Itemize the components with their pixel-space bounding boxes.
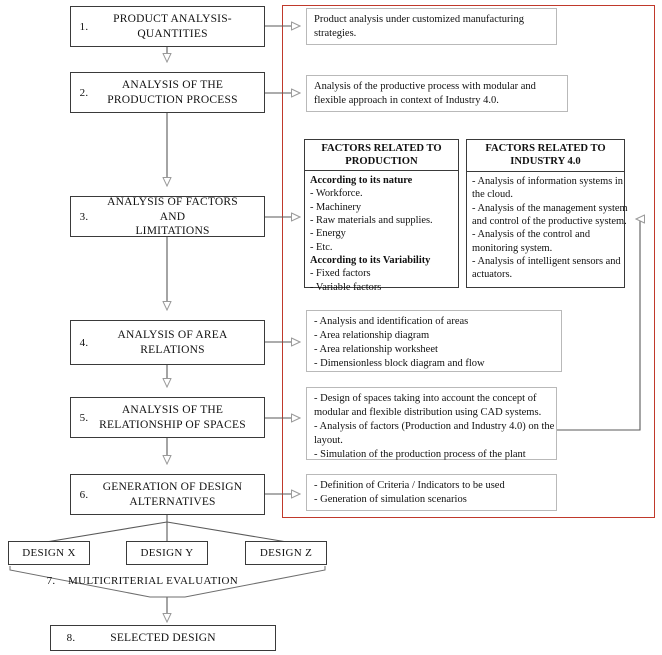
step-title-3: ANALYSIS OF FACTORS AND LIMITATIONS xyxy=(107,196,238,237)
factors-industry40-body: - Analysis of information systems in the… xyxy=(466,171,628,288)
factors-industry40-line-6: monitoring system. xyxy=(472,242,553,254)
factors-production-line-8: - Fixed factors xyxy=(310,268,371,280)
note-box-6: - Definition of Criteria / Indicators to… xyxy=(306,474,557,511)
note4-line-1: - Analysis and identification of areas xyxy=(314,316,469,327)
factors-industry40-line-8: actuators. xyxy=(472,269,513,281)
step-number-1: 1. xyxy=(79,20,89,33)
factors-industry40-header: FACTORS RELATED TO INDUSTRY 4.0 xyxy=(466,139,625,171)
step-box-2[interactable]: 2. ANALYSIS OF THE PRODUCTION PROCESS xyxy=(70,72,265,113)
factors-production-line-7: According to its Variability xyxy=(310,254,431,266)
step-box-4[interactable]: 4. ANALYSIS OF AREA RELATIONS xyxy=(70,320,265,365)
evaluation-label: MULTICRITERIAL EVALUATION xyxy=(68,575,238,587)
step-box-3[interactable]: 3. ANALYSIS OF FACTORS AND LIMITATIONS xyxy=(70,196,265,237)
note5-line-3: - Analysis of factors (Production and In… xyxy=(314,420,555,432)
factors-industry40-line-5: - Analysis of the control and xyxy=(472,229,591,241)
factors-production-line-9: - Variable factors xyxy=(310,281,382,293)
factors-production-body: According to its nature - Workforce. - M… xyxy=(304,171,459,293)
note-box-1: Product analysis under customized manufa… xyxy=(306,8,557,45)
factors-production-line-5: - Energy xyxy=(310,228,346,240)
note2-line-2: flexible approach in context of Industry… xyxy=(314,94,499,106)
factors-production-line-6: - Etc. xyxy=(310,241,333,253)
note5-line-4: layout. xyxy=(314,434,343,446)
step-number-2: 2. xyxy=(79,86,89,99)
step-box-6[interactable]: 6. GENERATION OF DESIGN ALTERNATIVES xyxy=(70,474,265,515)
factors-industry40-line-1: - Analysis of information systems in xyxy=(472,176,623,187)
note4-line-3: - Area relationship worksheet xyxy=(314,343,438,355)
design-y-label: DESIGN Y xyxy=(140,547,194,559)
factors-production-header: FACTORS RELATED TO PRODUCTION xyxy=(304,139,459,171)
design-z-label: DESIGN Z xyxy=(259,547,313,559)
step-title-2: ANALYSIS OF THE PRODUCTION PROCESS xyxy=(107,79,238,106)
factors-industry40-line-4: and control of the productive system. xyxy=(472,215,627,227)
design-box-z[interactable]: DESIGN Z xyxy=(245,541,327,565)
factors-production-column: FACTORS RELATED TO PRODUCTION According … xyxy=(304,139,459,293)
design-x-label: DESIGN X xyxy=(22,547,76,559)
note-box-4: - Analysis and identification of areas -… xyxy=(306,310,562,372)
step-box-1[interactable]: 1. PRODUCT ANALYSIS- QUANTITIES xyxy=(70,6,265,47)
step-title-4: ANALYSIS OF AREA RELATIONS xyxy=(117,329,228,356)
note1-line-1: Product analysis under customized manufa… xyxy=(314,14,524,25)
factors-production-line-4: - Raw materials and supplies. xyxy=(310,214,433,226)
evaluation-number: 7. xyxy=(46,575,56,587)
factors-production-line-2: - Workforce. xyxy=(310,188,363,200)
note5-line-2: modular and flexible distribution using … xyxy=(314,406,542,418)
factors-industry40-line-3: - Analysis of the management system xyxy=(472,202,628,214)
selected-design-box[interactable]: 8. SELECTED DESIGN xyxy=(50,625,276,651)
note1-line-2: strategies. xyxy=(314,27,357,39)
selected-design-number: 8. xyxy=(66,632,76,644)
note4-line-4: - Dimensionless block diagram and flow xyxy=(314,357,485,369)
factors-industry40-column: FACTORS RELATED TO INDUSTRY 4.0 - Analys… xyxy=(466,139,628,288)
factors-production-line-3: - Machinery xyxy=(310,201,362,213)
step-title-5: ANALYSIS OF THE RELATIONSHIP OF SPACES xyxy=(99,404,246,431)
note-box-5: - Design of spaces taking into account t… xyxy=(306,387,557,460)
step-box-5[interactable]: 5. ANALYSIS OF THE RELATIONSHIP OF SPACE… xyxy=(70,397,265,438)
selected-design-label: SELECTED DESIGN xyxy=(110,631,216,644)
factors-industry40-line-7: - Analysis of intelligent sensors and xyxy=(472,255,621,267)
evaluation-funnel[interactable]: 7. MULTICRITERIAL EVALUATION xyxy=(34,572,294,590)
note2-line-1: Analysis of the productive process with … xyxy=(314,81,536,92)
note4-line-2: - Area relationship diagram xyxy=(314,329,430,341)
design-box-y[interactable]: DESIGN Y xyxy=(126,541,208,565)
step-number-5: 5. xyxy=(79,411,89,424)
note5-line-5: - Simulation of the production process o… xyxy=(314,448,526,460)
step-number-6: 6. xyxy=(79,488,89,501)
factors-production-line-1: According to its nature xyxy=(310,175,413,186)
step-number-3: 3. xyxy=(79,210,89,223)
step-title-1: PRODUCT ANALYSIS- QUANTITIES xyxy=(113,13,232,40)
note5-line-1: - Design of spaces taking into account t… xyxy=(314,393,537,404)
factors-industry40-line-2: the cloud. xyxy=(472,189,513,201)
step-number-4: 4. xyxy=(79,336,89,349)
design-box-x[interactable]: DESIGN X xyxy=(8,541,90,565)
note6-line-2: - Generation of simulation scenarios xyxy=(314,493,467,505)
step-title-6: GENERATION OF DESIGN ALTERNATIVES xyxy=(102,481,243,508)
industry40-scope-frame xyxy=(282,5,655,518)
note-box-2: Analysis of the productive process with … xyxy=(306,75,568,112)
note6-line-1: - Definition of Criteria / Indicators to… xyxy=(314,480,505,491)
